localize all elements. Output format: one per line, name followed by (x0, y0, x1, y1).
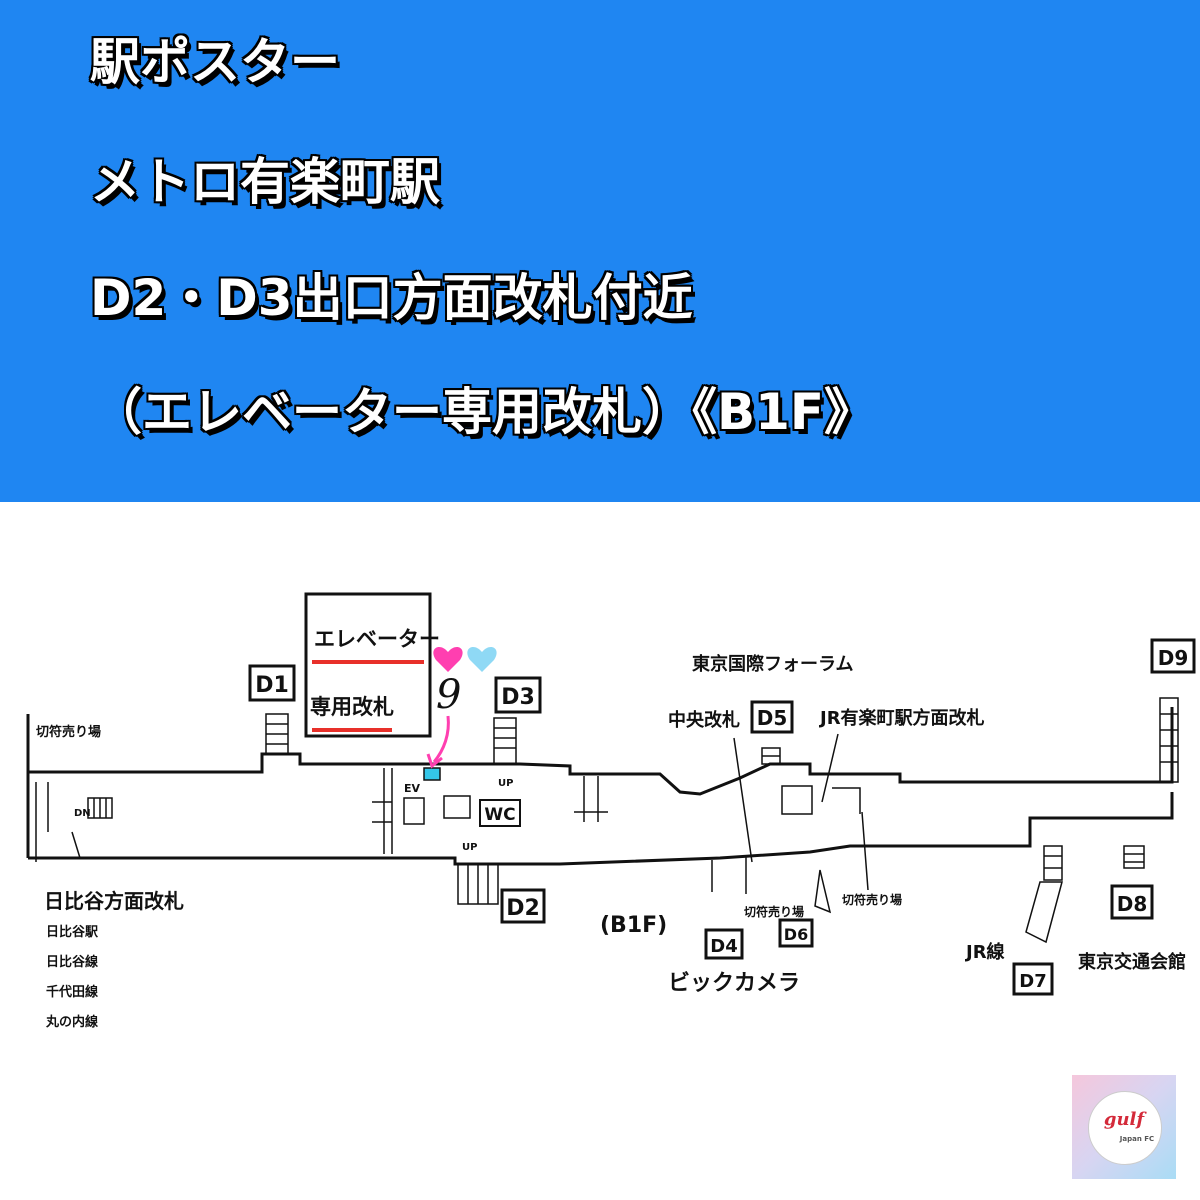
exit-d7: D7 (1012, 962, 1054, 996)
exit-d4: D4 (704, 928, 744, 960)
stairs-d9 (1159, 697, 1179, 783)
exit-d2: D2 (500, 888, 546, 924)
stairs-d3 (493, 717, 517, 765)
banner-line-1: 駅ポスター (90, 33, 340, 91)
exit-d5: D5 (750, 700, 794, 734)
marker-arrow-icon (432, 715, 450, 763)
exit-d3: D3 (494, 676, 542, 714)
station-floor-map: エレベーター 専用改札 9 D1 D3 D2 D5 D4 D6 D7 D8 (26, 592, 1196, 1030)
stairs-jr (1025, 845, 1063, 944)
banner-line-2: メトロ有楽町駅 (90, 153, 440, 211)
svg-text:D7: D7 (1019, 971, 1046, 992)
title-banner: 駅ポスター メトロ有楽町駅 D2・D3出口方面改札付近 （エレベーター専用改札）… (0, 0, 1200, 502)
wc-sign: WC (479, 799, 521, 827)
svg-text:D5: D5 (757, 706, 788, 730)
stairs-d8 (1123, 845, 1145, 869)
callout-line-2: 専用改札 (310, 695, 394, 719)
gate-fixture-ev (372, 768, 393, 854)
heart-pink-icon (433, 646, 463, 672)
corridor-bottom-wall (28, 792, 1174, 866)
annotation-lines (733, 733, 869, 891)
label-chiyoda-line: 千代田線 (46, 984, 99, 1000)
stairs-d5 (761, 747, 781, 765)
label-kotsu: 東京交通会館 (1078, 951, 1186, 973)
label-jr-gate: JR有楽町駅方面改札 (818, 707, 985, 729)
club-logo: gulf Japan FC (1072, 1075, 1176, 1179)
hibiya-side-wall (35, 782, 81, 862)
exit-d6: D6 (778, 918, 814, 948)
exit-d8: D8 (1110, 884, 1154, 920)
central-fixture (574, 776, 608, 822)
heart-blue-icon (467, 646, 497, 672)
logo-subtext: Japan FC (1119, 1135, 1155, 1143)
label-central-gate: 中央改札 (668, 709, 740, 731)
label-ticket-right: 切符売り場 (842, 892, 902, 907)
exit-d1: D1 (248, 664, 296, 702)
gate-fixture-jr (781, 785, 861, 815)
label-hibiya-line: 日比谷線 (46, 954, 99, 970)
label-bic: ビックカメラ (668, 971, 800, 996)
stairs-left (87, 797, 113, 819)
svg-text:D1: D1 (255, 673, 289, 698)
label-up-2: UP (462, 842, 477, 853)
callout-line-1: エレベーター (314, 627, 440, 651)
label-up-1: UP (498, 778, 513, 789)
banner-line-4: （エレベーター専用改札）《B1F》 (92, 383, 875, 441)
stairs-d2 (457, 863, 499, 905)
label-ticket-left: 切符売り場 (36, 724, 101, 740)
banner-line-3: D2・D3出口方面改札付近 (90, 269, 693, 327)
svg-text:D2: D2 (506, 896, 540, 921)
label-hibiya-gate: 日比谷方面改札 (44, 889, 184, 913)
elevator-gate-marker (423, 767, 441, 781)
wc-fixture (443, 795, 471, 819)
label-ticket-mid: 切符売り場 (744, 904, 804, 919)
label-dn: DN (74, 808, 91, 819)
logo-ball-icon (1088, 1091, 1162, 1165)
svg-text:D8: D8 (1117, 892, 1148, 916)
central-gate-fixture (711, 856, 832, 914)
corridor-top-wall (28, 707, 1174, 796)
logo-text: gulf (1103, 1109, 1145, 1130)
label-hibiya-station: 日比谷駅 (46, 924, 99, 940)
svg-text:WC: WC (484, 805, 515, 825)
label-marunouchi-line: 丸の内線 (45, 1014, 99, 1030)
elevator-box (403, 797, 425, 825)
svg-text:D9: D9 (1158, 646, 1189, 670)
handwritten-mark: 9 (436, 672, 461, 718)
label-jr-line: JR線 (964, 941, 1005, 963)
label-floor: (B1F) (600, 913, 667, 938)
callout-box (304, 592, 432, 738)
stairs-d1 (265, 713, 289, 755)
label-ev: EV (404, 782, 421, 795)
exit-d9: D9 (1150, 638, 1196, 674)
label-forum: 東京国際フォーラム (692, 653, 853, 675)
svg-text:D6: D6 (784, 925, 808, 944)
svg-text:D4: D4 (710, 936, 737, 957)
svg-text:D3: D3 (501, 685, 535, 710)
